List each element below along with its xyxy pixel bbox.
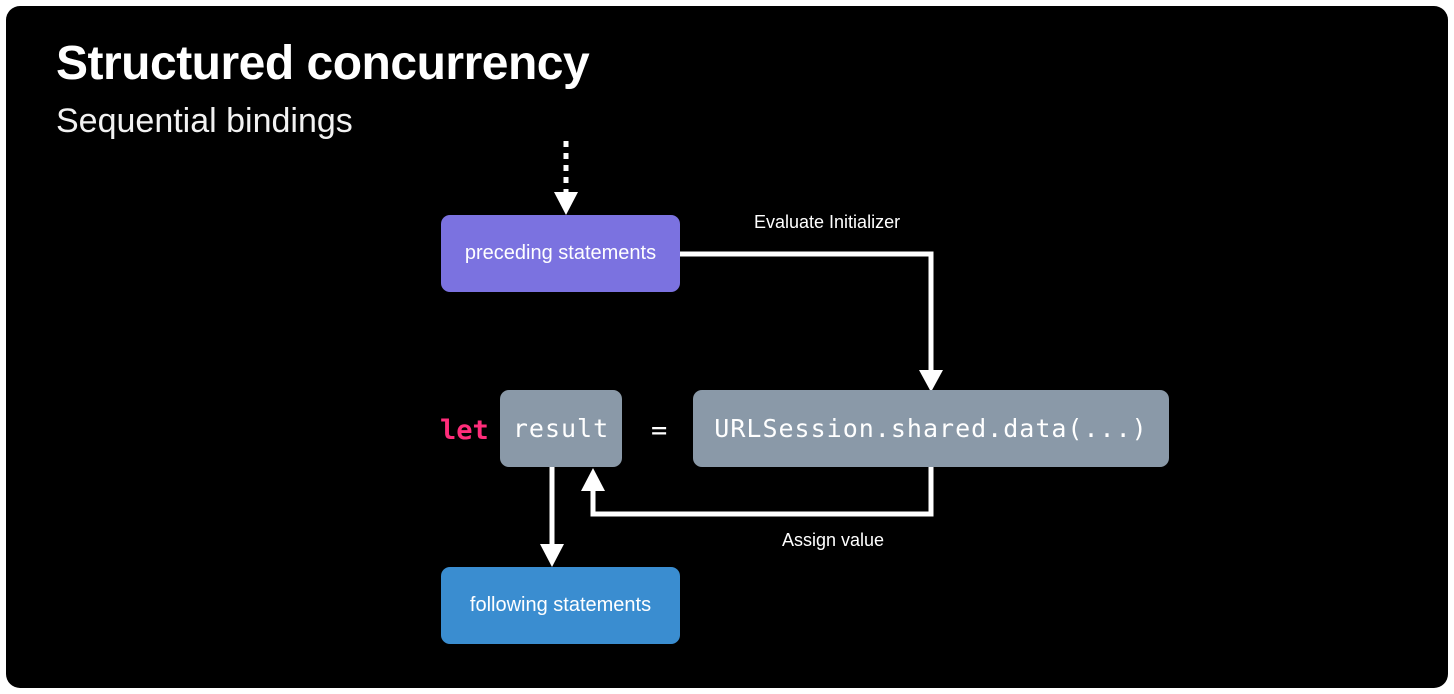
edge-assign-value <box>581 467 934 517</box>
slide-frame: Structured concurrency Sequential bindin… <box>6 6 1448 688</box>
diagram-edge-layer <box>540 141 943 567</box>
page-title: Structured concurrency <box>56 37 590 90</box>
flow-diagram: preceding statements let result = URLSes… <box>6 6 1448 688</box>
node-preceding-statements[interactable]: preceding statements <box>441 215 680 292</box>
code-token-let: let <box>440 415 489 446</box>
node-result-binding[interactable]: result <box>500 390 622 467</box>
edge-evaluate-initializer <box>680 251 943 392</box>
node-following-statements[interactable]: following statements <box>441 567 680 644</box>
node-initializer-expression[interactable]: URLSession.shared.data(...) <box>693 390 1169 467</box>
code-token-equals: = <box>651 415 668 446</box>
edge-label-evaluate-initializer: Evaluate Initializer <box>754 212 901 232</box>
page-subtitle: Sequential bindings <box>56 102 353 140</box>
edge-entry-dashed <box>554 141 578 215</box>
edge-label-assign-value: Assign value <box>782 530 885 550</box>
edge-result-to-following <box>540 467 564 567</box>
